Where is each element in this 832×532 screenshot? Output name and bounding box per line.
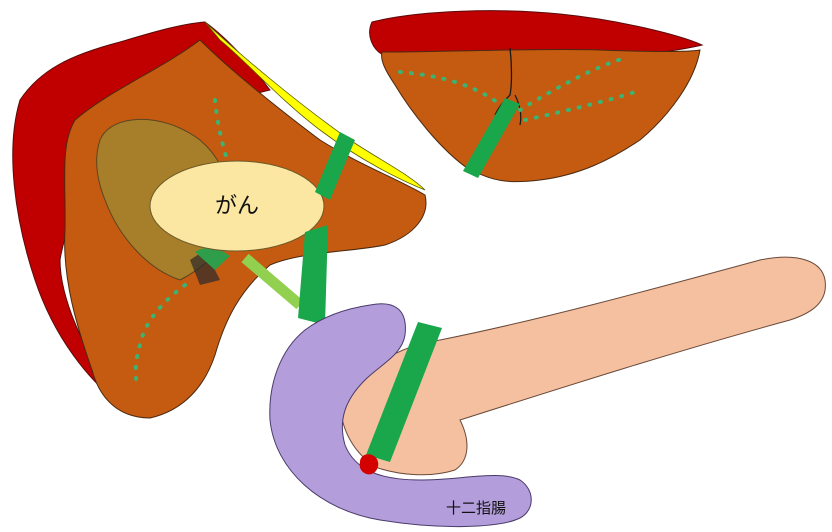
cystic-duct-shadow	[190, 250, 220, 285]
right-liver-dotted-line-2	[518, 56, 627, 112]
duodenum	[269, 303, 532, 528]
papilla	[359, 454, 379, 475]
left-liver-dotted-line-2	[133, 283, 187, 387]
cystic-green-patch	[195, 248, 230, 270]
left-liver-yellow-strip	[204, 21, 426, 191]
right-liver-body	[381, 48, 701, 183]
right-liver	[369, 10, 704, 183]
left-liver-green-band-upper	[315, 132, 355, 200]
right-liver-green-band	[463, 98, 520, 178]
common-bile-duct-light	[241, 253, 304, 310]
right-liver-fissure	[494, 47, 513, 116]
tumor-ellipse	[149, 160, 325, 252]
right-liver-dotted-line-1	[398, 70, 507, 110]
left-liver-green-band-lower	[298, 225, 328, 325]
tumor-label: がん	[215, 194, 259, 219]
tumor: がん	[149, 160, 325, 252]
duodenum-label: 十二指腸	[446, 499, 506, 517]
pancreas-green-band	[366, 322, 442, 462]
right-liver-dotted-line-3	[523, 90, 637, 122]
pancreas	[339, 256, 826, 476]
